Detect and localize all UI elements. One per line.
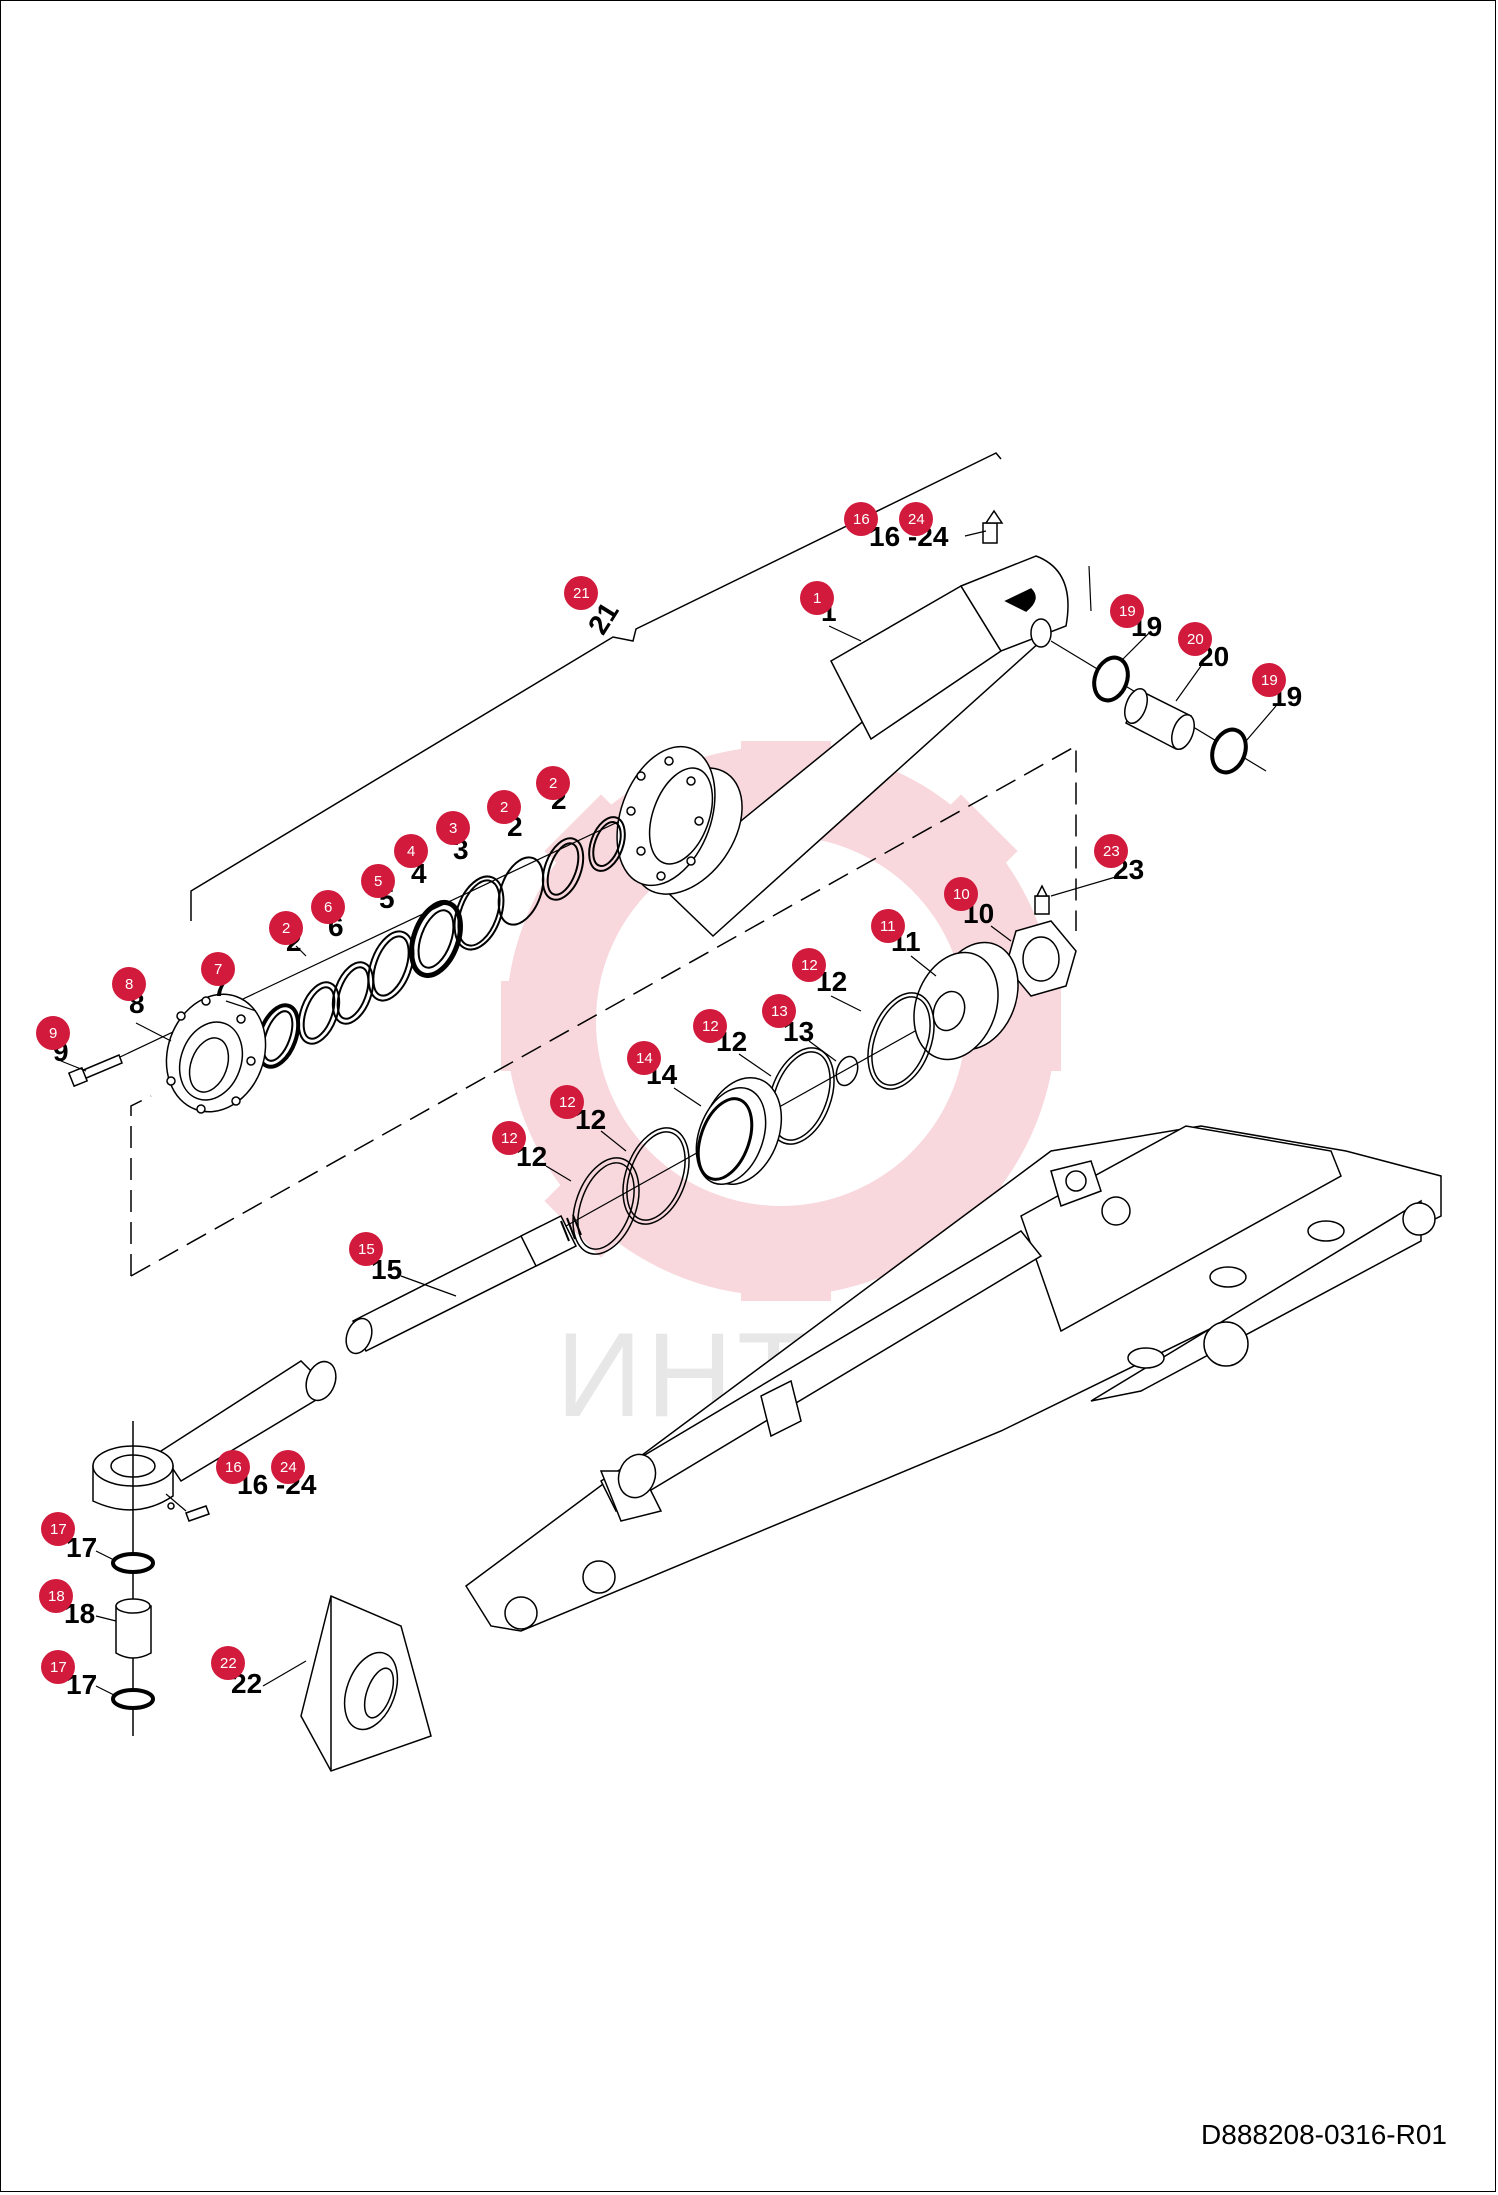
callout-bubbles: [36, 502, 1286, 1684]
callout-2c: 2: [282, 920, 290, 937]
callout-15: 15: [358, 1241, 375, 1258]
bolt-part: [67, 1054, 123, 1088]
callout-23: 23: [1103, 843, 1120, 860]
fitting-23: [1034, 884, 1050, 915]
grease-fitting-bottom: [185, 1505, 210, 1522]
seal-kit: [300, 1594, 432, 1772]
callout-12a: 12: [801, 957, 818, 974]
callout-2b: 2: [500, 799, 508, 816]
callout-4: 4: [407, 843, 415, 860]
callout-5: 5: [374, 873, 382, 890]
callout-10: 10: [953, 886, 970, 903]
callout-12b: 12: [702, 1018, 719, 1035]
assembly-bracket: [190, 452, 1002, 921]
machine-arm: [464, 1125, 1442, 1632]
callout-8: 8: [125, 976, 133, 993]
callout-18: 18: [48, 1588, 65, 1605]
callout-19b: 19: [1261, 672, 1278, 689]
callout-9: 9: [49, 1025, 57, 1042]
callout-17b: 17: [50, 1659, 67, 1676]
callout-24a: 24: [908, 511, 925, 528]
callout-2a: 2: [549, 775, 557, 792]
callout-20: 20: [1187, 631, 1204, 648]
callout-16b: 16: [225, 1459, 242, 1476]
callout-22: 22: [220, 1655, 237, 1672]
right-pin-parts: [1092, 655, 1248, 775]
dashed-assembly-lines: [130, 744, 1077, 1277]
callout-1: 1: [813, 590, 821, 607]
callout-13: 13: [771, 1003, 788, 1020]
pin-bushings: [111, 1421, 155, 1736]
leader-lines: [60, 530, 1277, 1697]
piston-parts: [572, 920, 1077, 1255]
callout-7: 7: [214, 961, 222, 978]
callout-16a: 16: [853, 511, 870, 528]
callout-14: 14: [636, 1050, 653, 1067]
callout-21: 21: [573, 585, 590, 602]
callout-12c: 12: [559, 1094, 576, 1111]
gland-part: [165, 993, 267, 1114]
callout-12d: 12: [501, 1130, 518, 1147]
cylinder-barrel: [631, 555, 1069, 938]
callout-24b: 24: [280, 1459, 297, 1476]
grease-fitting-top: [982, 509, 1004, 544]
callout-3: 3: [449, 820, 457, 837]
document-code: D888208-0316-R01: [1201, 2119, 1447, 2150]
callout-6: 6: [324, 899, 332, 916]
barrel-flange: [616, 745, 716, 887]
callout-11: 11: [880, 918, 896, 935]
callout-17a: 17: [50, 1521, 67, 1538]
callout-labels: 1 2 2 2 3 4 5 6 7 8 9 10 11 12 12 12 12 …: [48, 511, 1278, 1676]
piston-rod: [159, 1214, 582, 1483]
callout-19a: 19: [1119, 603, 1136, 620]
